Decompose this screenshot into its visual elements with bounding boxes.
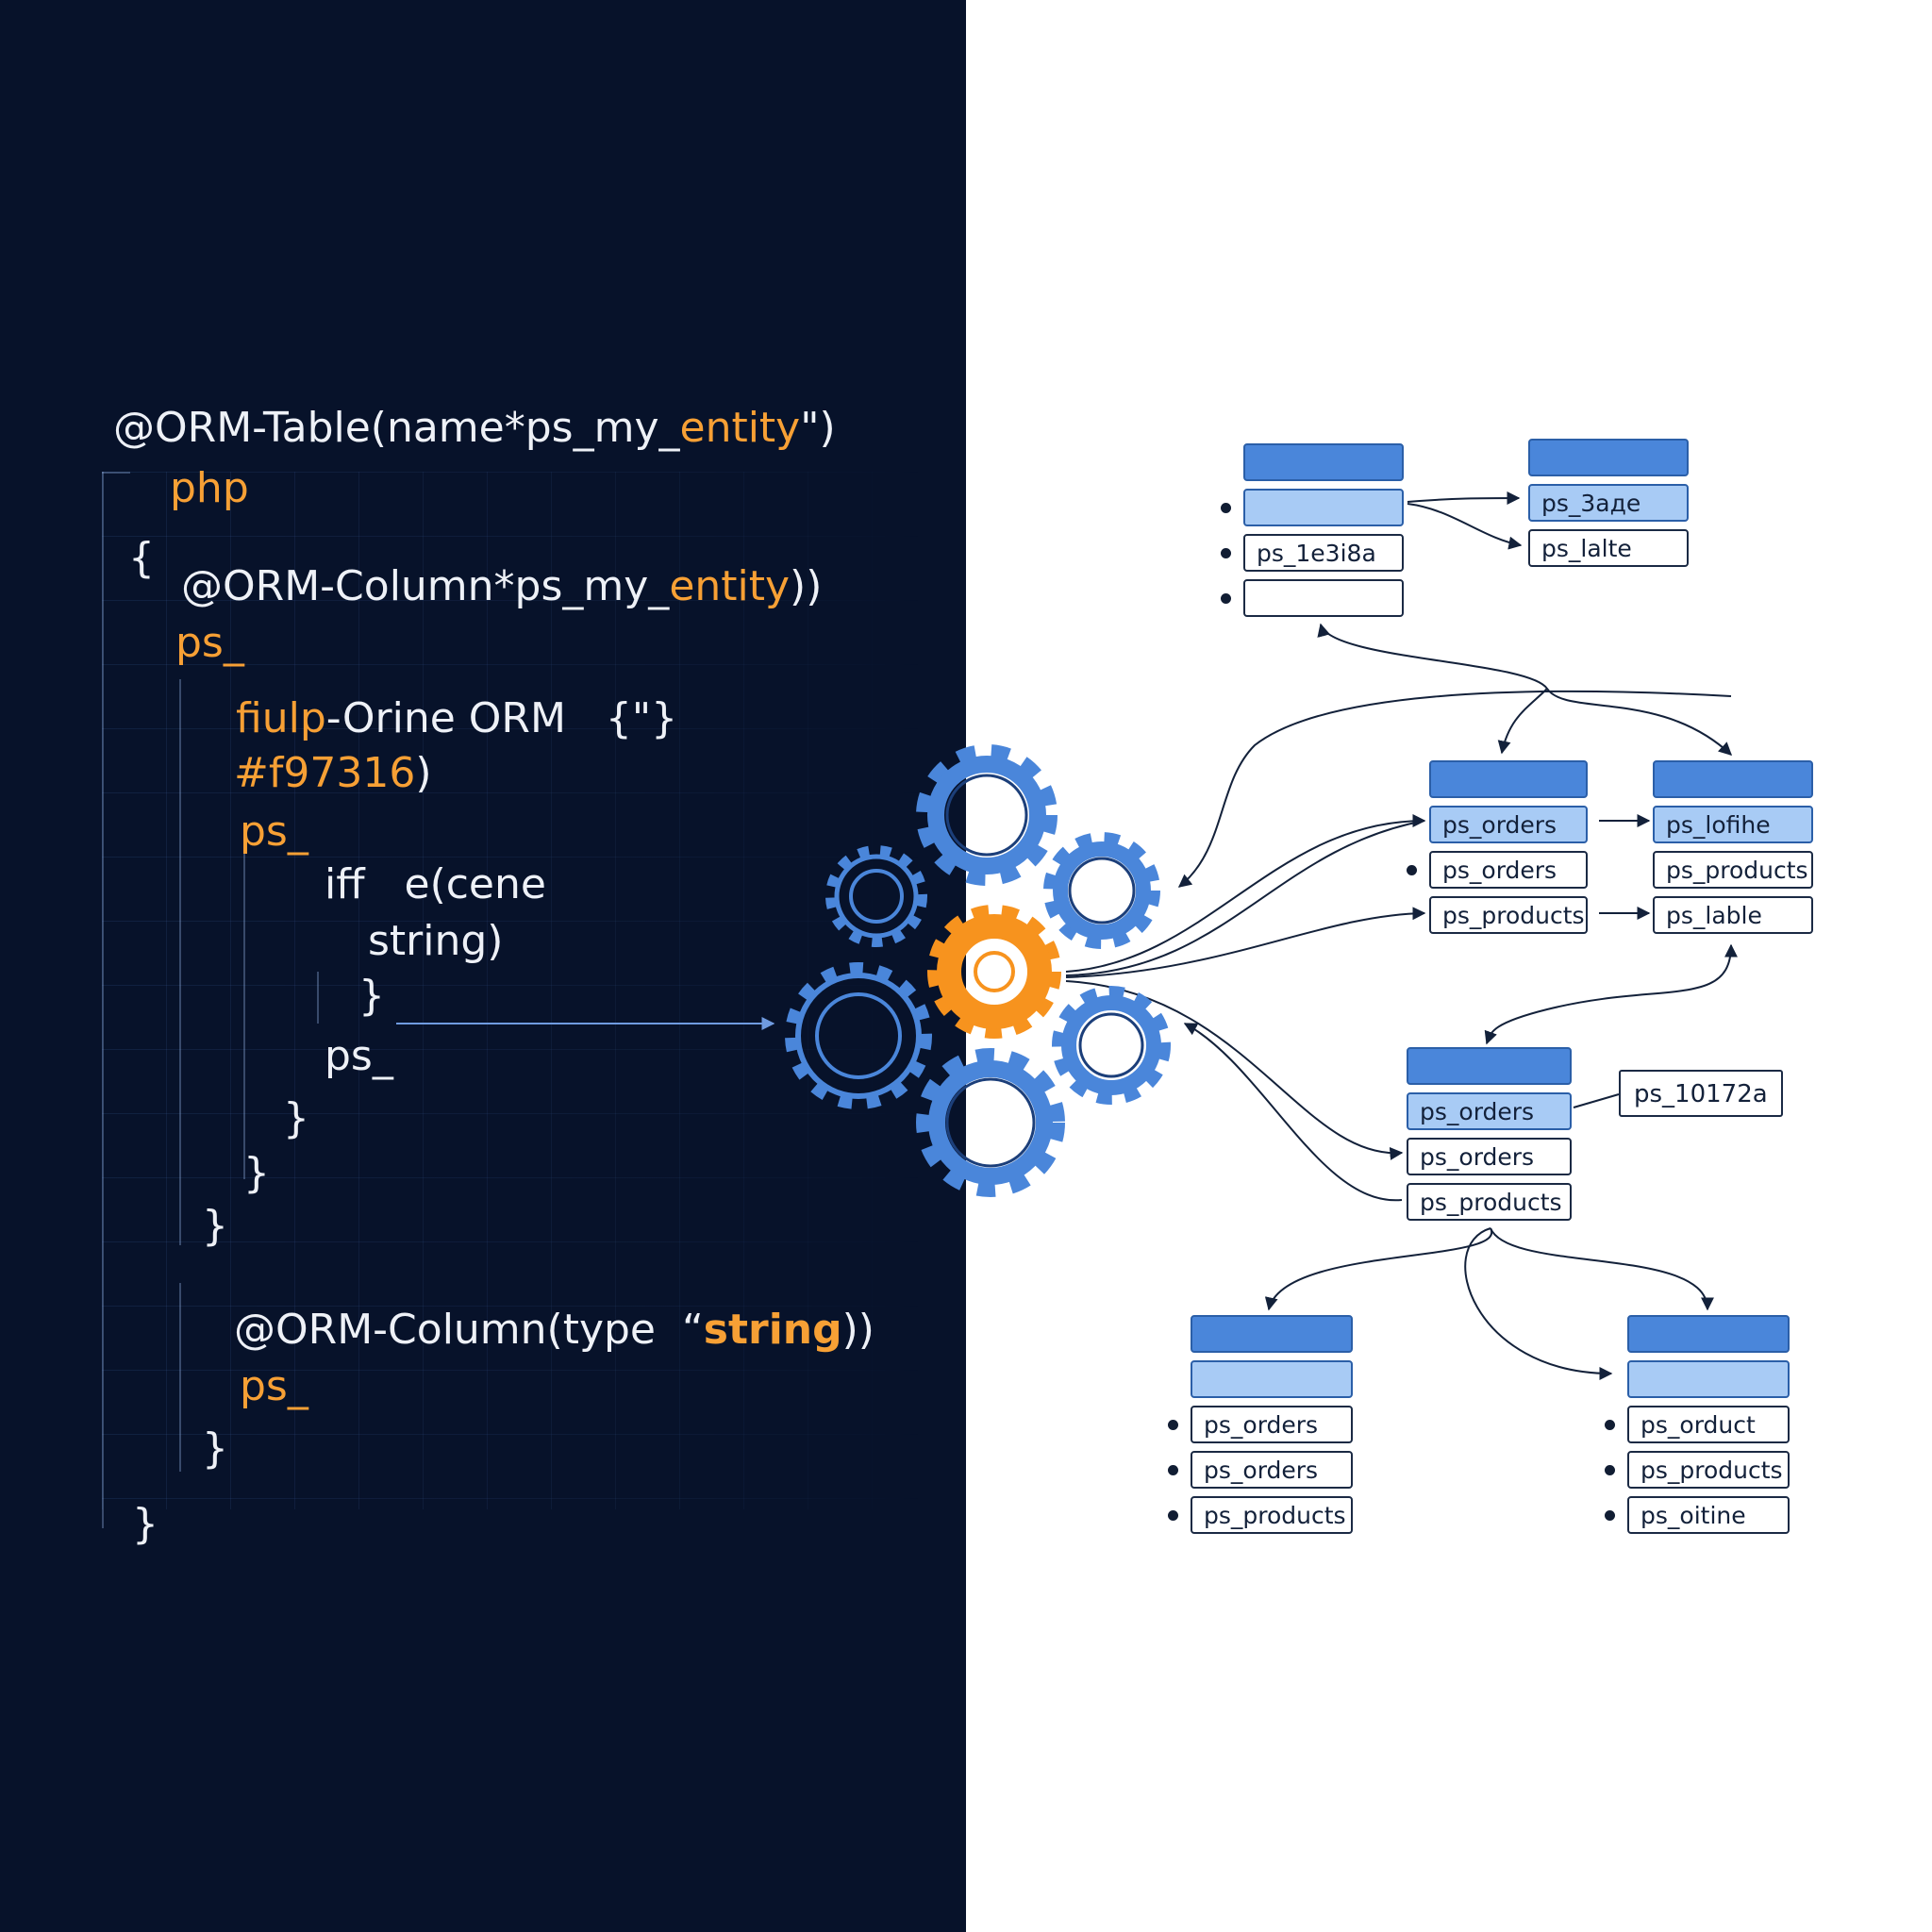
code-panel: @ORM-Table(name*ps_my_entity") php { @OR… — [0, 0, 966, 1932]
connector-arrow — [1497, 688, 1548, 755]
table-row: ps_orders — [1407, 851, 1588, 889]
table-row: ps_products — [1168, 1496, 1353, 1534]
code-line-orm-table: @ORM-Table(name*ps_my_entity") — [113, 404, 836, 452]
indent-guide — [179, 679, 181, 1245]
code-line-brace: } — [202, 1424, 228, 1473]
db-table: ps_orders ps_orders ps_products — [1407, 760, 1588, 934]
code-line-php: php — [170, 464, 249, 512]
table-row: ps_products — [1605, 1451, 1790, 1489]
gear-icon — [785, 962, 932, 1109]
connector-arrow — [1177, 690, 1732, 888]
connector-line — [1573, 1093, 1620, 1108]
table-header — [1191, 1315, 1353, 1353]
connector-arrow — [1317, 623, 1733, 756]
connector-arrow — [1065, 907, 1426, 978]
code-line-brace-close: } — [132, 1500, 158, 1548]
table-header — [1528, 439, 1689, 476]
gear-icon — [825, 845, 927, 947]
code-line-color: #f97316) — [234, 749, 432, 797]
indent-guide — [179, 1283, 181, 1472]
code-line-brace-open: { — [128, 534, 155, 582]
code-line-ps: ps_ — [240, 1362, 308, 1410]
table-row: ps_lable — [1653, 896, 1813, 934]
table-row: ps_lalte — [1528, 529, 1689, 567]
table-header — [1407, 1047, 1572, 1085]
db-table: ps_orduct ps_products ps_oitine — [1605, 1315, 1790, 1534]
connector-arrow — [1065, 814, 1426, 973]
indent-guide — [317, 972, 319, 1024]
table-header — [1653, 760, 1813, 798]
indent-guide — [243, 840, 245, 1179]
gear-icon — [1043, 832, 1160, 949]
connector-arrow — [1484, 943, 1738, 1045]
table-row: ps_orders — [1168, 1406, 1353, 1443]
table-row: ps_1e3i8a — [1221, 534, 1404, 572]
code-line-brace: } — [283, 1094, 309, 1142]
code-line-orm-column: @ORM-Column*ps_my_entity)) — [181, 562, 823, 610]
code-line-orm-column-type: @ORM-Column(type “string)) — [234, 1306, 874, 1354]
table-row: ps_products — [1407, 1183, 1572, 1221]
code-line-ps: ps_ — [240, 808, 308, 856]
background-grid — [102, 472, 923, 1509]
gear-icon-central-orange — [927, 905, 1061, 1039]
db-table: ps_orders ps_orders ps_products — [1168, 1315, 1353, 1534]
gear-icon — [916, 1048, 1065, 1197]
code-line-iff: iff e(cene — [325, 860, 546, 908]
gear-icon — [1052, 986, 1171, 1105]
table-header — [1243, 443, 1404, 481]
indent-guide — [102, 472, 130, 474]
db-table: ps_lofihe ps_products ps_lable — [1653, 760, 1813, 934]
code-line-doctrine: fiulp-Orine ORM {"} — [236, 694, 678, 742]
connector-arrow — [1065, 980, 1404, 1160]
code-line-brace: } — [358, 972, 385, 1020]
table-row: ps_orduct — [1605, 1406, 1790, 1443]
table-row: ps_orders — [1429, 806, 1588, 843]
code-line-ps: ps_ — [175, 619, 244, 667]
connector-arrow — [1464, 1227, 1613, 1380]
gear-icon — [916, 744, 1058, 886]
connector-arrow — [1264, 1227, 1493, 1311]
table-row: ps_lofihe — [1653, 806, 1813, 843]
table-row — [1221, 579, 1404, 617]
table-row: ps_products — [1653, 851, 1813, 889]
code-line-string: string) — [368, 917, 504, 965]
connector-arrow — [1407, 503, 1523, 550]
db-table: ps_1e3i8a — [1221, 443, 1404, 617]
table-header — [1627, 1315, 1790, 1353]
table-row — [1221, 489, 1404, 526]
db-table: ps_orders ps_orders ps_products — [1407, 1047, 1572, 1221]
table-row — [1191, 1360, 1353, 1398]
indent-guide — [102, 472, 104, 1528]
connector-arrow — [1490, 1227, 1714, 1311]
connector-arrow — [1407, 491, 1521, 506]
table-row: ps_oitine — [1605, 1496, 1790, 1534]
table-row: ps_orders — [1168, 1451, 1353, 1489]
table-row: ps_orders — [1407, 1092, 1572, 1130]
code-line-brace: } — [202, 1202, 228, 1250]
table-row: ps_products — [1429, 896, 1588, 934]
code-line-ps: ps_ — [325, 1032, 393, 1080]
table-row — [1627, 1360, 1790, 1398]
db-table: ps_3aдe ps_lalte — [1528, 439, 1689, 567]
table-row: ps_3aдe — [1528, 484, 1689, 522]
table-tag-label: ps_10172a — [1619, 1070, 1783, 1117]
table-header — [1429, 760, 1588, 798]
connector-arrow — [1065, 820, 1425, 976]
connector-arrow — [1183, 1023, 1403, 1202]
table-row: ps_orders — [1407, 1138, 1572, 1175]
code-line-brace: } — [243, 1149, 270, 1197]
